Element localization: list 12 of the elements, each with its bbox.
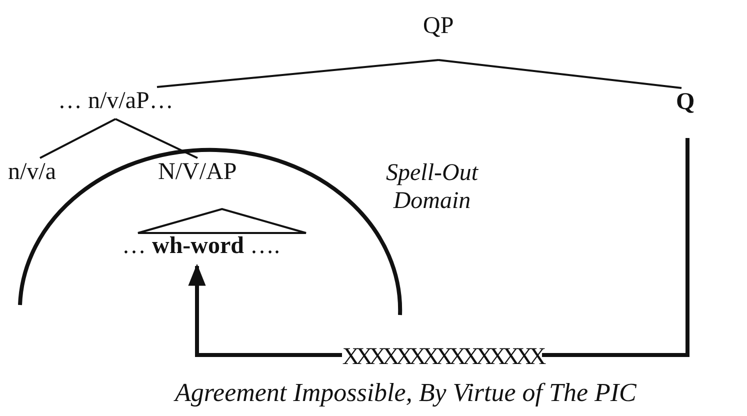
tree-branch-line	[115, 118, 198, 159]
tree-node-label: … wh-word ….	[122, 234, 280, 258]
tree-branch-line	[156, 59, 439, 88]
caption-note: Agreement Impossible, By Virtue of The PIC	[175, 378, 638, 408]
tree-node-label: N/V/AP	[158, 160, 237, 184]
tree-branch-line	[40, 118, 116, 159]
tree-node-label: … n/v/aP…	[58, 89, 174, 113]
tree-node-label: QP	[423, 14, 454, 38]
tree-node-label: n/v/a	[8, 160, 56, 184]
domain-label: Spell-Out Domain	[385, 160, 480, 216]
tree-node-label: Q	[676, 90, 695, 114]
tree-branch-line	[438, 59, 682, 89]
